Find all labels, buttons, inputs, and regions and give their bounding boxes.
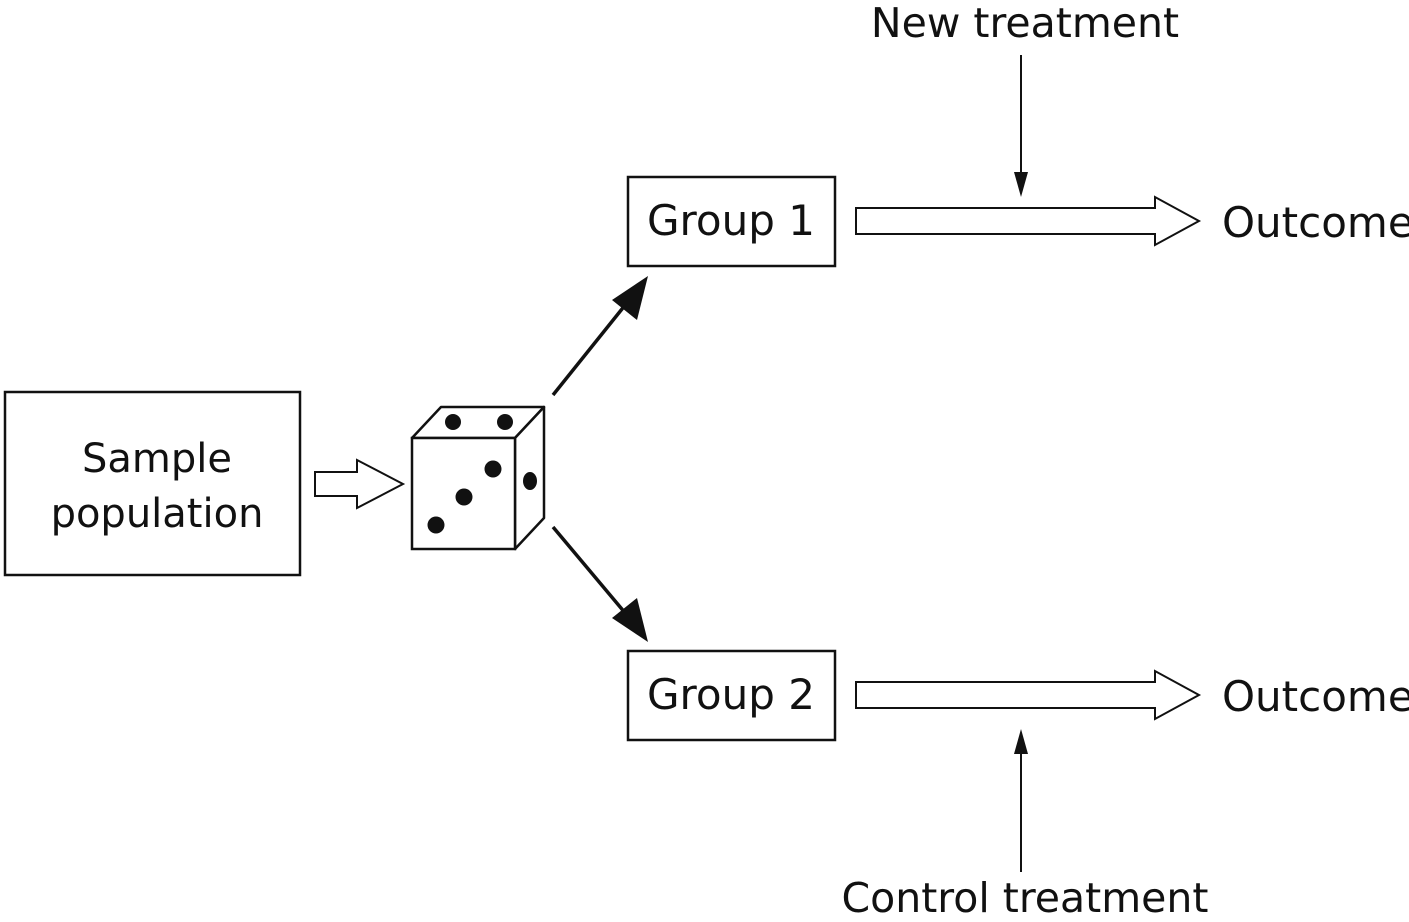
group1-to-outcome-arrow (855, 195, 1202, 247)
sample-to-dice-arrow (314, 458, 406, 510)
group-1-box: Group 1 (626, 175, 837, 268)
control-treatment-arrow (1014, 729, 1028, 872)
dice-to-group2-arrow (551, 525, 648, 642)
dice-to-group1-arrow (551, 276, 648, 397)
sample-population-box: Sample population (3, 390, 302, 577)
sample-population-label-line2: population (51, 491, 264, 537)
group-2-box: Group 2 (626, 649, 837, 742)
new-treatment-label: New treatment (871, 0, 1179, 47)
outcome-1-label: Outcome (1222, 198, 1409, 247)
group-1-label: Group 1 (647, 196, 815, 245)
group-2-label: Group 2 (647, 670, 815, 719)
sample-population-label-line1: Sample (82, 436, 232, 482)
dice-icon (410, 405, 546, 551)
control-treatment-label: Control treatment (842, 874, 1209, 922)
outcome-2-label: Outcome (1222, 672, 1409, 721)
new-treatment-arrow (1014, 55, 1028, 197)
group2-to-outcome-arrow (855, 669, 1202, 721)
